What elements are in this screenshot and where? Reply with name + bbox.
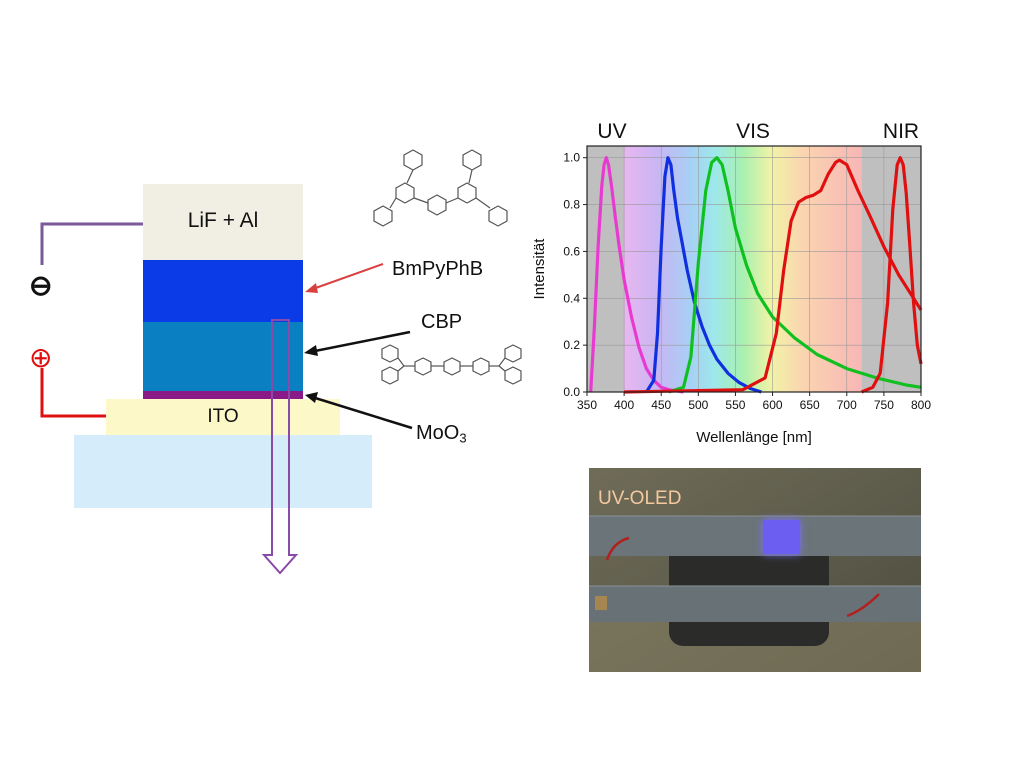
x-axis-label: Wellenlänge [nm] xyxy=(696,429,812,446)
y-tick-label: 0.2 xyxy=(563,338,580,352)
spectrum-series-1 xyxy=(645,156,762,394)
substrate-layer xyxy=(74,435,372,508)
y-axis-label: Intensität xyxy=(531,238,548,300)
ito-layer xyxy=(106,399,340,435)
eml-layer xyxy=(143,322,303,391)
x-tick-label: 650 xyxy=(800,398,820,412)
oled-emission-spot xyxy=(763,520,800,554)
hil-label-base: MoO xyxy=(416,422,460,444)
etl-pointer-arrow xyxy=(305,263,384,293)
y-tick-label: 0.4 xyxy=(563,291,580,305)
positive-wire xyxy=(40,368,106,418)
y-tick-label: 0.8 xyxy=(563,198,580,212)
region-label-uv: UV xyxy=(597,120,626,143)
hil-layer xyxy=(143,391,303,399)
x-tick-label: 750 xyxy=(874,398,894,412)
etl-layer xyxy=(143,260,303,322)
uv-oled-photo: UV-OLED xyxy=(589,468,921,672)
plot-series xyxy=(589,156,923,394)
region-label-vis: VIS xyxy=(736,120,770,143)
x-tick-label: 800 xyxy=(911,398,931,412)
x-tick-label: 700 xyxy=(837,398,857,412)
y-tick-label: 0.6 xyxy=(563,244,580,258)
x-tick-label: 400 xyxy=(614,398,634,412)
hil-pointer-arrow xyxy=(305,392,413,430)
spectrum-series-4 xyxy=(860,156,923,394)
photo-label: UV-OLED xyxy=(598,488,682,509)
y-tick-label: 1.0 xyxy=(563,151,580,165)
spectrum-series-3 xyxy=(624,158,923,394)
eml-label: CBP xyxy=(421,311,463,333)
negative-terminal-icon: ⊖ xyxy=(29,270,53,301)
plot-background xyxy=(587,146,921,392)
x-tick-label: 500 xyxy=(688,398,708,412)
x-tick-label: 600 xyxy=(763,398,783,412)
anode-label: ITO xyxy=(207,406,239,427)
x-tick-label: 350 xyxy=(577,398,597,412)
plot-ticks xyxy=(583,157,922,396)
cathode-layer xyxy=(143,184,303,260)
negative-wire xyxy=(40,222,143,265)
hil-label: MoO3 xyxy=(416,422,467,445)
y-tick-label: 0.0 xyxy=(563,385,580,399)
spectrum-series-0 xyxy=(589,156,684,394)
plot-labels: 350 400 450 500 550 600 650 700 750 800 0.0 0.2 0.4 0… xyxy=(531,120,931,446)
photo-scene xyxy=(589,468,921,672)
cbp-molecule-icon xyxy=(381,344,522,385)
x-tick-label: 550 xyxy=(725,398,745,412)
cathode-label: LiF + Al xyxy=(187,209,259,232)
spectrum-series-2 xyxy=(668,156,922,394)
emission-arrow xyxy=(261,319,299,575)
hil-label-subscript: 3 xyxy=(459,430,467,446)
x-tick-label: 450 xyxy=(651,398,671,412)
eml-pointer-arrow xyxy=(304,330,411,356)
bmpyphb-molecule-icon xyxy=(373,149,508,227)
plot-frame xyxy=(586,145,922,393)
etl-label: BmPyPhB xyxy=(392,258,484,280)
region-label-nir: NIR xyxy=(883,120,919,143)
positive-terminal-icon: ⊕ xyxy=(29,342,53,373)
